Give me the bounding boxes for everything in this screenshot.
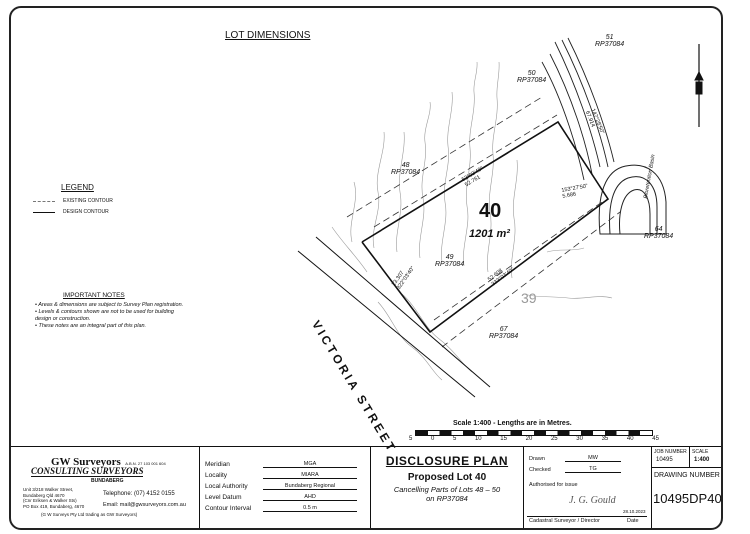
job-number-label: JOB NUMBER (654, 449, 687, 455)
road-lines (541, 37, 615, 181)
parcel-dashed-lines (346, 96, 621, 348)
detail-row: Contour Interval 0.5 m (199, 501, 370, 512)
legend-existing: EXISTING CONTOUR (33, 198, 163, 204)
bioretention-basin (598, 164, 667, 235)
scale-text: Scale 1:400 - Lengths are in Metres. (453, 420, 572, 427)
on-plan-text: on RP37084 (426, 494, 468, 503)
company-footer: (G W Surveys Pty Ltd trading as GW Surve… (41, 512, 138, 517)
company-abn: A.B.N. 27 103 001 604 (125, 461, 166, 466)
date-label: Date (627, 518, 639, 524)
important-notes: IMPORTANT NOTES • Areas & dimensions are… (35, 292, 187, 330)
proposed-lot: Proposed Lot 40 (407, 472, 487, 483)
north-arrow (694, 44, 704, 127)
date-value: 28.10.2023 (623, 509, 646, 514)
job-number-value: 10495 (656, 457, 673, 463)
lot-40-area: 1201 m² (469, 228, 510, 240)
checked-value: TG (565, 466, 621, 473)
note-item: • Levels & contours shown are not to be … (35, 309, 174, 322)
company-city: BUNDABERG (91, 478, 124, 484)
company-telephone: Telephone: (07) 4152 0155 (103, 491, 175, 497)
lot-40-boundary (361, 120, 610, 334)
note-item: • These notes are an integral part of th… (35, 323, 147, 329)
role-label: Cadastral Surveyor / Director (529, 518, 600, 524)
scale-label: SCALE (692, 449, 709, 455)
detail-row: Local Authority Bundaberg Regional (199, 479, 370, 490)
detail-row: Locality MIARA (199, 468, 370, 479)
lot-40-number: 40 (479, 200, 502, 222)
site-plan (297, 37, 704, 398)
company-block: GW Surveyors A.B.N. 27 103 001 604 CONSU… (11, 447, 200, 528)
company-subtitle: CONSULTING SURVEYORS (31, 466, 144, 477)
north-label: N (703, 81, 709, 90)
detail-row: Meridian MGA (199, 457, 370, 468)
checked-label: Checked (529, 467, 551, 473)
company-email: Email: mail@gwsurveyors.com.au (103, 502, 186, 508)
legend-title: LEGEND (61, 183, 94, 192)
plan-details: Meridian MGA Locality MIARA Local Author… (199, 447, 371, 528)
note-item: • Areas & dimensions are subject to Surv… (35, 302, 184, 308)
lot-label-39: 39 (521, 290, 537, 306)
legend-design: DESIGN CONTOUR (33, 209, 163, 215)
signature: J. G. Gould (569, 495, 616, 506)
scale-value: 1:400 (694, 457, 710, 463)
cancelling-text: Cancelling Parts of Lots 48 – 50 (393, 485, 501, 494)
drawn-value: MW (565, 455, 621, 462)
detail-row: Level Datum AHD (199, 490, 370, 501)
legend: LEGEND EXISTING CONTOUR DESIGN CONTOUR (33, 183, 163, 215)
job-block: JOB NUMBER 10495 SCALE 1:400 DRAWING NUM… (651, 447, 722, 528)
drawing-number-value: 10495DP40 (653, 491, 722, 506)
drawn-label: Drawn (529, 456, 545, 462)
company-name: GW Surveyors (51, 456, 121, 468)
notes-title: IMPORTANT NOTES (63, 292, 125, 299)
company-address: Unit 3/218 Walker Street,Bundaberg Qld 4… (23, 487, 85, 509)
plan-title-block: DISCLOSURE PLAN Proposed Lot 40 Cancelli… (371, 447, 524, 528)
plan-title: DISCLOSURE PLAN (385, 454, 509, 468)
existing-contours (331, 61, 613, 381)
approval-block: Drawn MW Checked TG Authorised for issue… (523, 447, 652, 528)
drawing-number-label: DRAWING NUMBER (654, 472, 720, 479)
street-edge (297, 236, 491, 398)
lot-dimensions-heading: LOT DIMENSIONS (225, 30, 311, 41)
authorised-label: Authorised for issue (529, 482, 578, 488)
title-block: GW Surveyors A.B.N. 27 103 001 604 CONSU… (11, 446, 722, 528)
scale-bar (415, 430, 653, 436)
